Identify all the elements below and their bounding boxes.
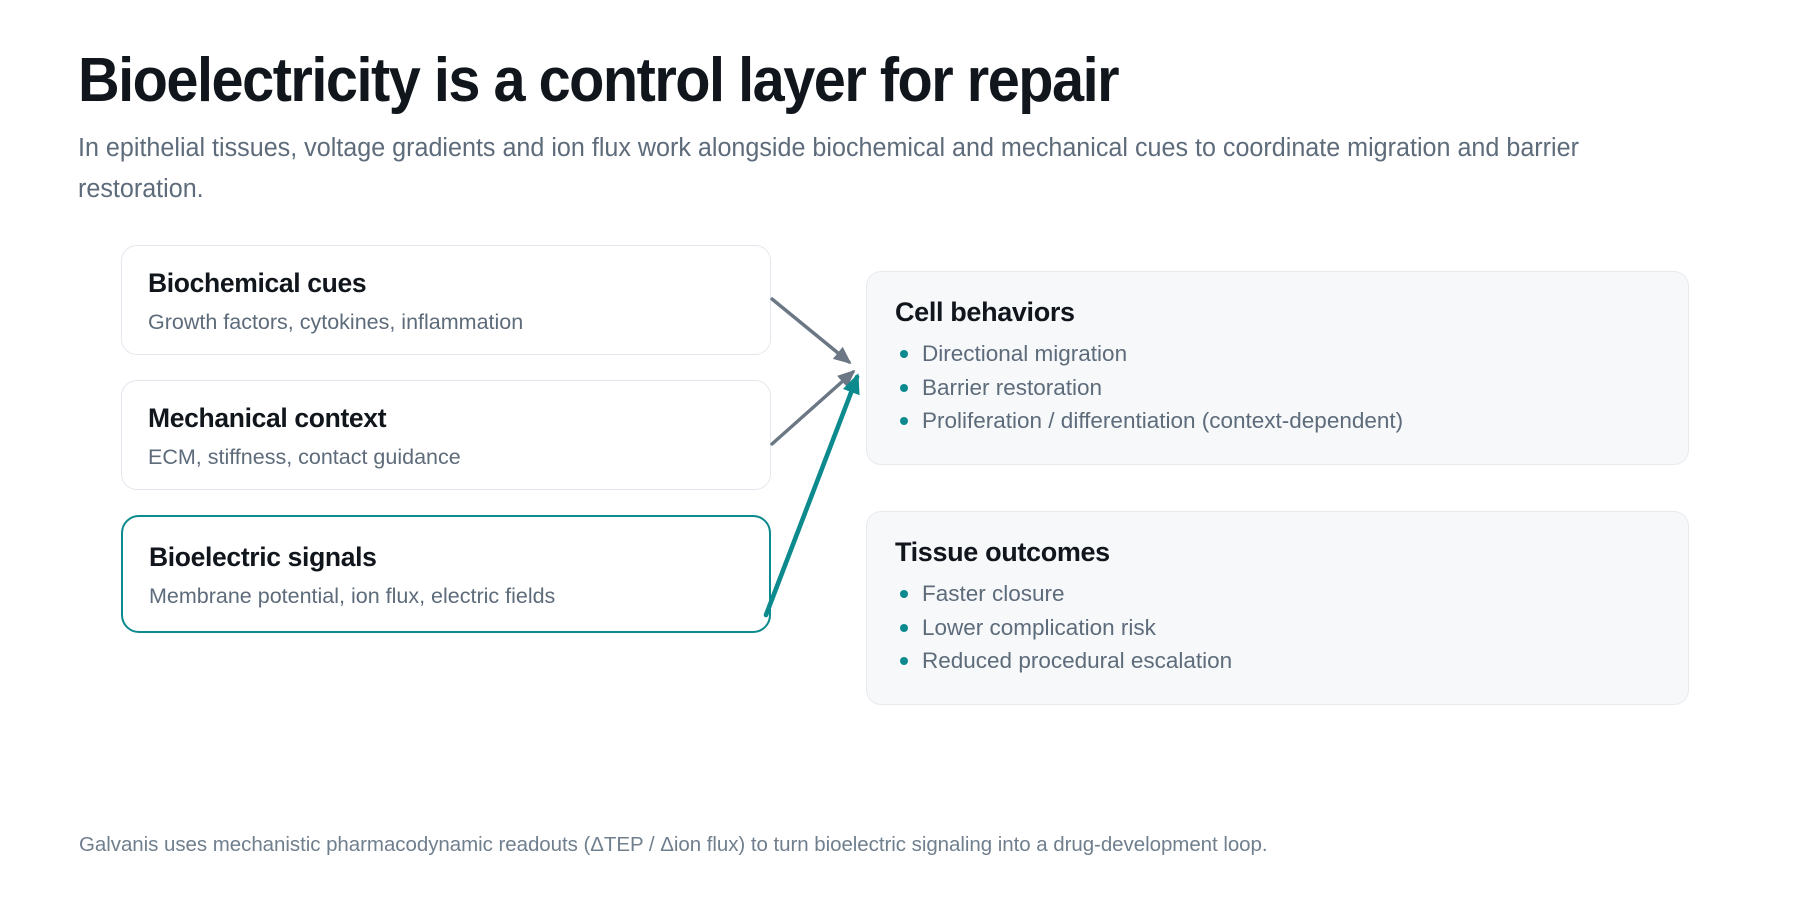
input-card-subtitle: ECM, stiffness, contact guidance (148, 445, 461, 470)
input-card-biochemical-cues[interactable]: Biochemical cues Growth factors, cytokin… (121, 245, 771, 355)
output-panel-items: Directional migration Barrier restoratio… (895, 337, 1660, 438)
bullet-dot-icon (900, 590, 908, 599)
list-item-label: Barrier restoration (922, 374, 1103, 400)
input-card-subtitle: Membrane potential, ion flux, electric f… (149, 584, 556, 609)
list-item-label: Faster closure (922, 581, 1065, 607)
input-card-mechanical-context[interactable]: Mechanical context ECM, stiffness, conta… (121, 380, 771, 490)
page-subtitle: In epithelial tissues, voltage gradients… (78, 133, 1579, 204)
output-panel-title: Cell behaviors (895, 297, 1075, 327)
input-card-bioelectric-signals[interactable]: Bioelectric signals Membrane potential, … (121, 515, 771, 633)
connector-biochemical-to-cell-behaviors (770, 297, 852, 365)
input-card-title: Biochemical cues (148, 268, 367, 298)
list-item-label: Lower complication risk (922, 614, 1156, 640)
input-card-title: Mechanical context (148, 403, 387, 433)
output-panel-cell-behaviors[interactable]: Cell behaviors Directional migration Bar… (866, 271, 1689, 465)
bullet-dot-icon (900, 350, 908, 359)
list-item-label: Proliferation / differentiation (context… (922, 408, 1404, 434)
list-item: Barrier restoration (895, 371, 1660, 405)
list-item: Directional migration (895, 337, 1660, 371)
bullet-dot-icon (900, 383, 908, 392)
list-item: Lower complication risk (895, 611, 1660, 645)
list-item: Proliferation / differentiation (context… (895, 404, 1660, 438)
bullet-dot-icon (900, 657, 908, 666)
list-item-label: Reduced procedural escalation (922, 648, 1233, 674)
input-card-title: Bioelectric signals (149, 542, 377, 572)
list-item: Reduced procedural escalation (895, 644, 1660, 678)
bullet-dot-icon (900, 623, 908, 632)
list-item-label: Directional migration (922, 341, 1128, 367)
list-item: Faster closure (895, 577, 1660, 611)
input-card-list: Biochemical cues Growth factors, cytokin… (121, 245, 771, 658)
output-panel-title: Tissue outcomes (895, 536, 1110, 567)
bullet-dot-icon (900, 417, 908, 426)
input-card-subtitle: Growth factors, cytokines, inflammation (148, 310, 524, 335)
output-panel-list: Cell behaviors Directional migration Bar… (866, 271, 1689, 751)
output-panel-items: Faster closure Lower complication risk R… (895, 577, 1660, 678)
connector-mechanical-to-cell-behaviors (770, 369, 856, 446)
footer-note: Galvanis uses mechanistic pharmacodynami… (79, 833, 1268, 856)
connector-bioelectric-to-cell-behaviors (763, 373, 860, 618)
output-panel-tissue-outcomes[interactable]: Tissue outcomes Faster closure Lower com… (866, 510, 1689, 705)
page-title: Bioelectricity is a control layer for re… (78, 46, 1120, 115)
header: Bioelectricity is a control layer for re… (78, 48, 1718, 210)
